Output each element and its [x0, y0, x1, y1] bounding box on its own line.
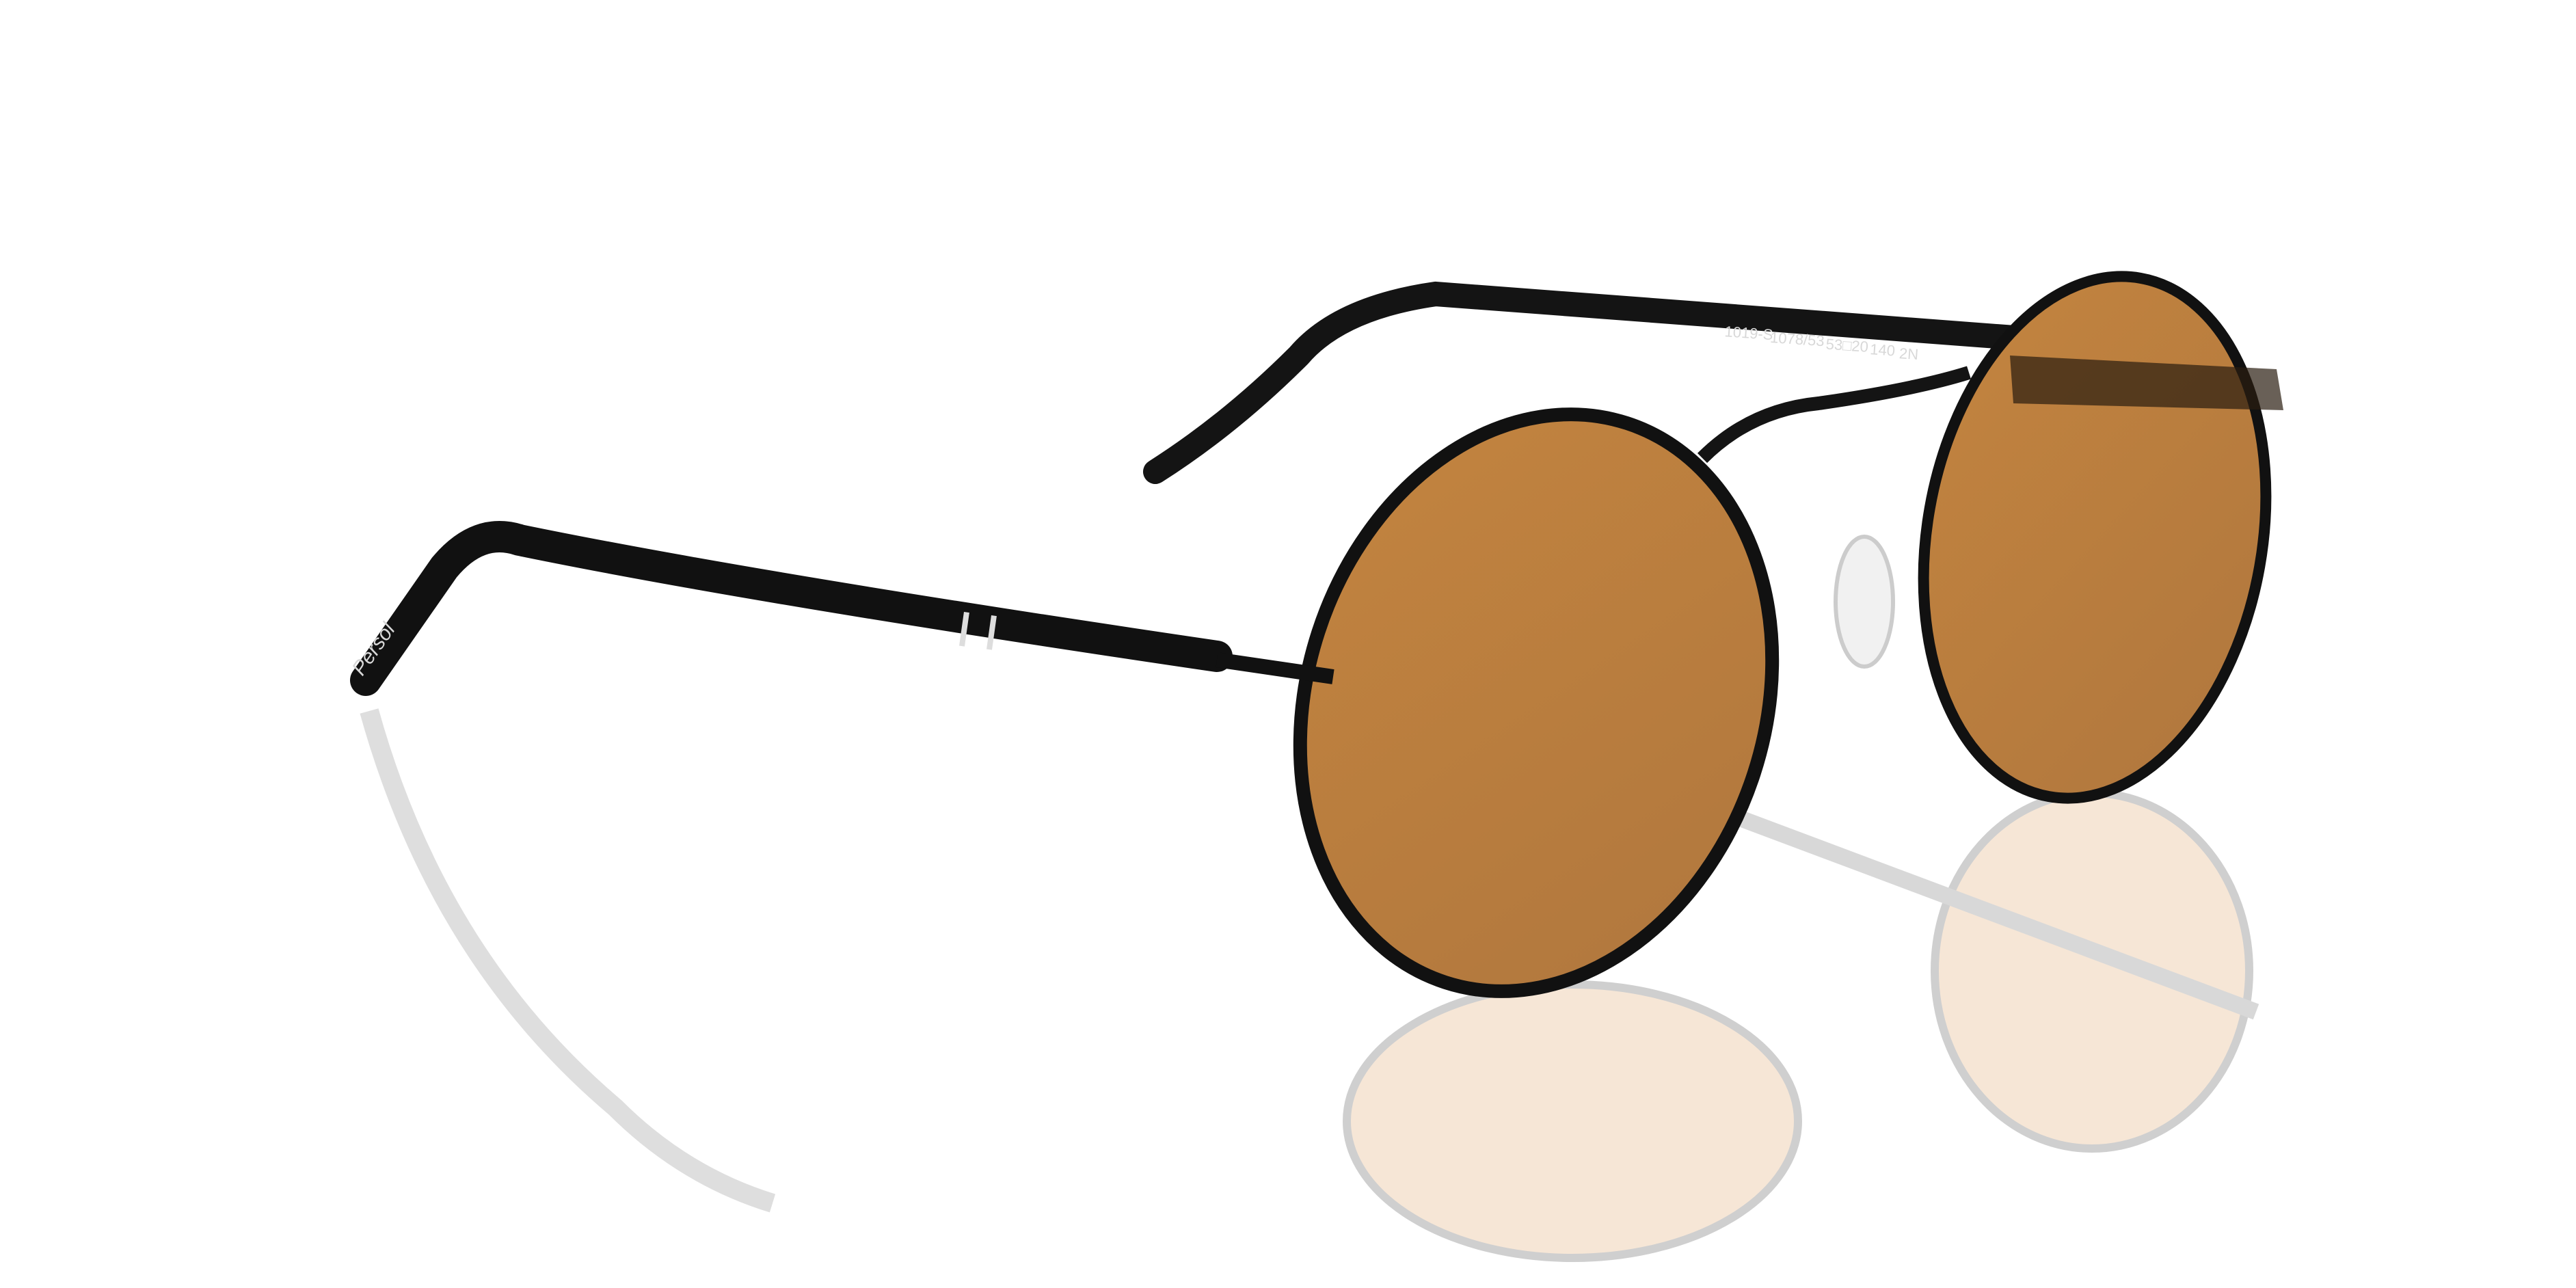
color-code: 1078/53 [1769, 329, 1825, 349]
temple-behind-lens [2010, 355, 2283, 410]
nose-pad [1834, 535, 1895, 669]
size-code: 53□20 [1825, 336, 1869, 355]
temple-length: 140 [1870, 340, 1896, 360]
back-temple [1143, 281, 2036, 484]
front-temple [350, 521, 1233, 696]
model-number: 1019-S [1724, 323, 1774, 343]
left-lens [1293, 407, 1780, 998]
temple-inscription: 1019-S 1078/53 53□20 140 2N [1724, 323, 1919, 363]
reflection [360, 708, 2259, 1262]
bridge [1697, 366, 1971, 464]
lens-category: 2N [1899, 345, 1919, 363]
